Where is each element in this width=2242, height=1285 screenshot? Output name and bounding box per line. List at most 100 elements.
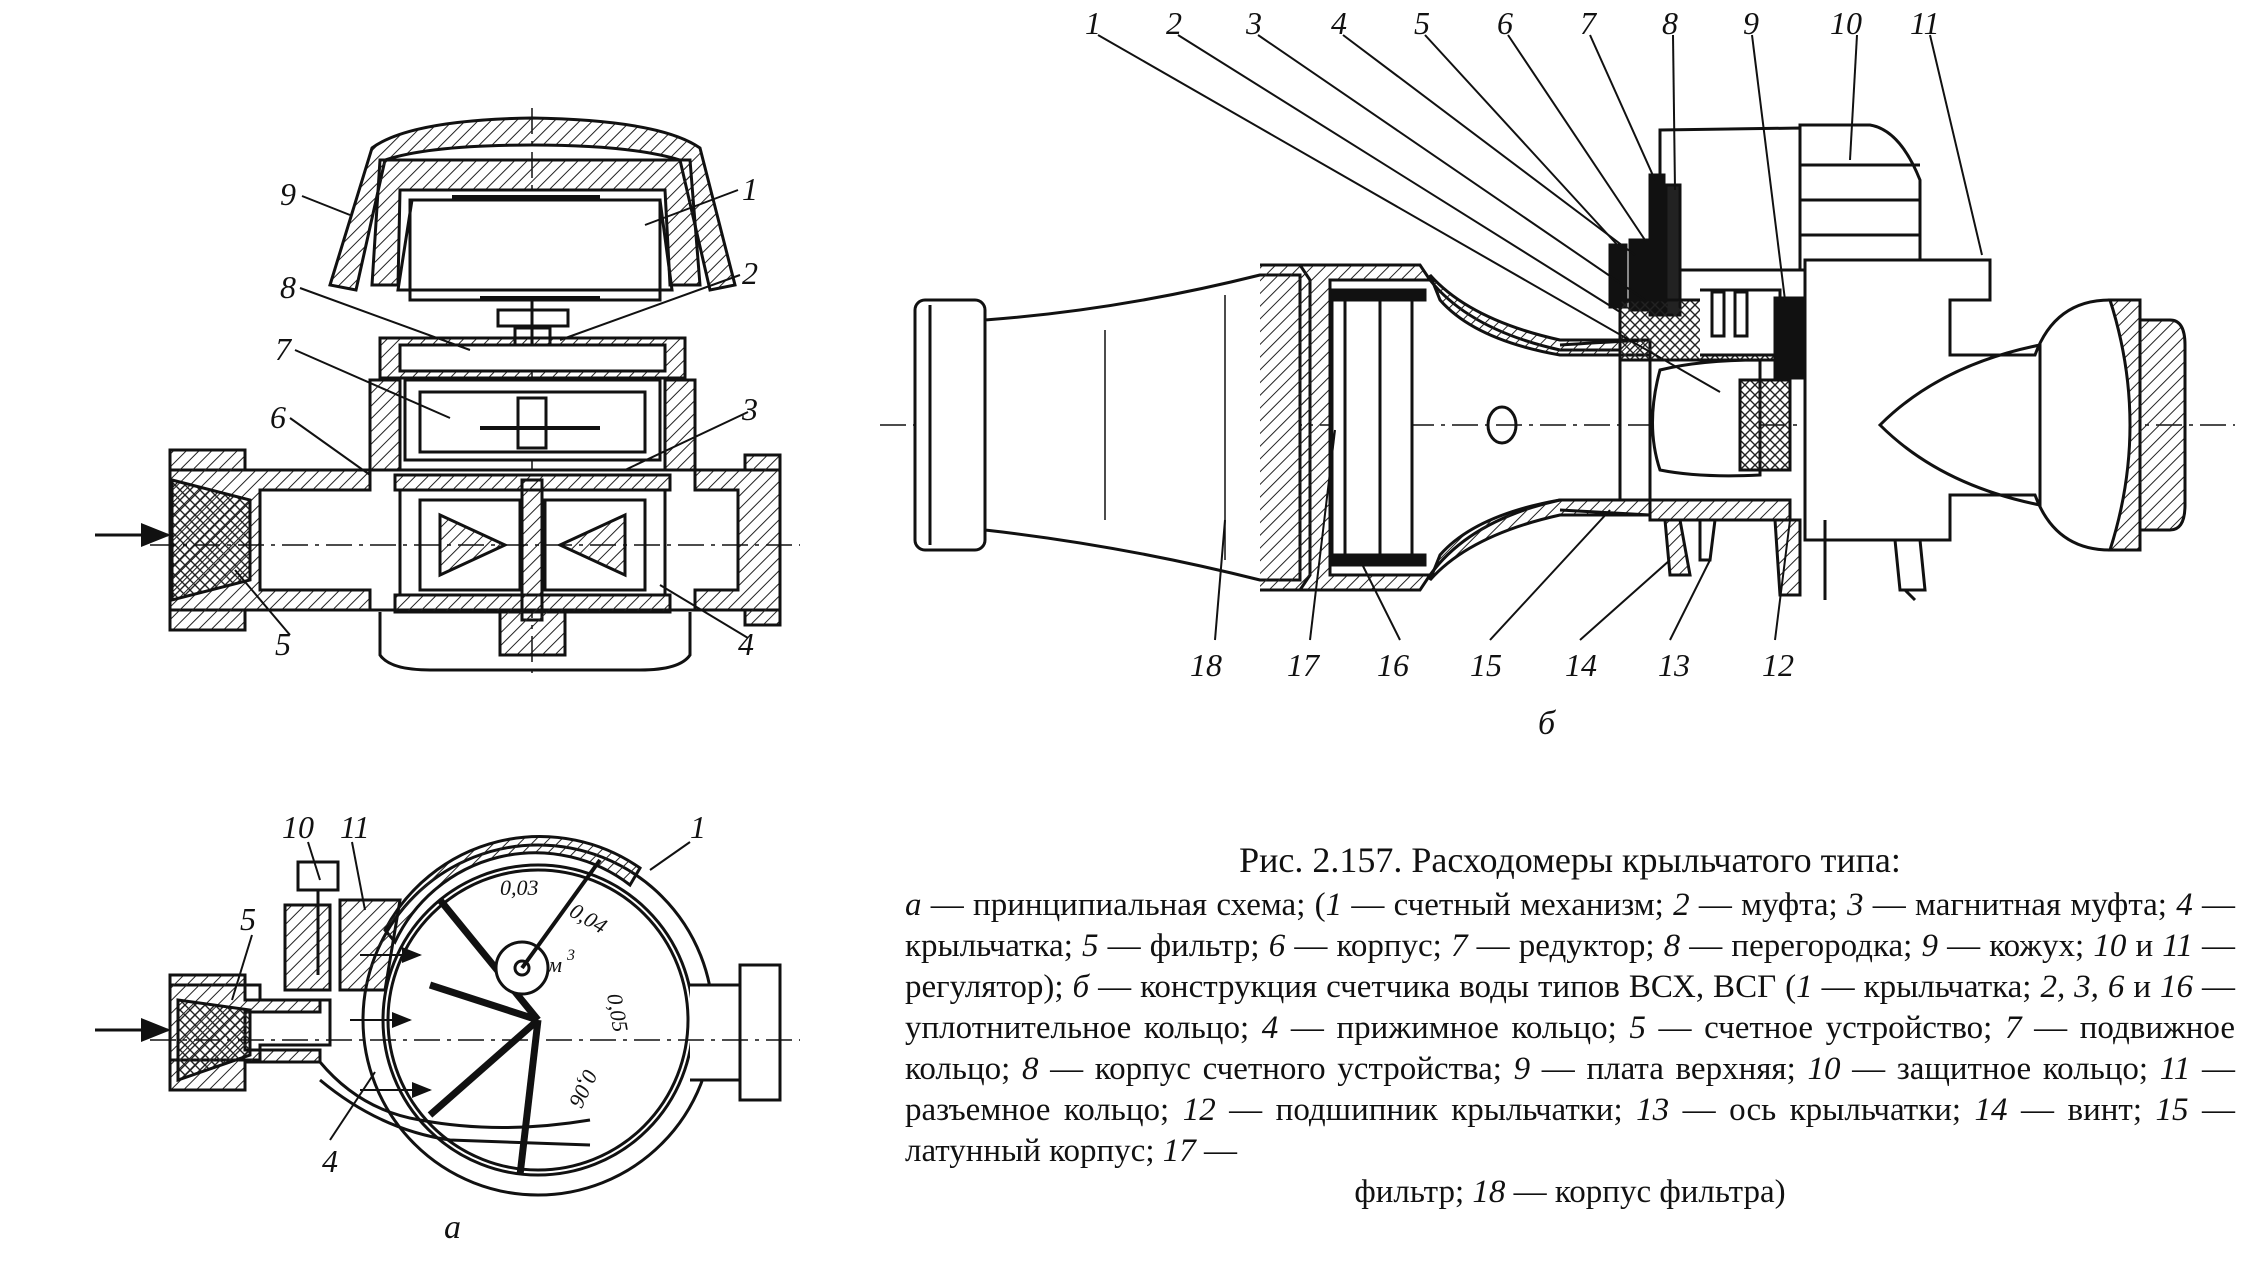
part-label-b-16: 16 <box>1377 647 1409 683</box>
part-label-b-18: 18 <box>1190 647 1222 683</box>
caption-text: — перегородка; <box>1680 928 1922 964</box>
caption-ref: а <box>905 887 922 923</box>
part-label-a-7: 7 <box>275 331 293 367</box>
caption-ref: 10 <box>1807 1051 1841 1087</box>
part-label-b-15: 15 <box>1470 647 1502 683</box>
view-b-top-labels: 1 2 3 4 5 6 7 8 9 10 11 <box>1085 5 1940 41</box>
part-label-a-3: 3 <box>741 391 758 427</box>
view-b-leaders <box>1097 34 1983 641</box>
part-label-b-4: 4 <box>1331 5 1347 41</box>
caption-text: — <box>1195 1133 1237 1169</box>
view-a-top-labels: 9 1 8 2 7 6 3 5 4 <box>270 171 758 662</box>
view-a-bottom-leaders <box>231 841 691 1141</box>
caption-ref: 4 <box>2176 887 2193 923</box>
caption-ref: 18 <box>1472 1174 1506 1210</box>
caption-body: а — принципиальная схема; (1 — счетный м… <box>905 887 2235 1169</box>
dial-mark: 0,03 <box>500 875 539 900</box>
caption-text: — плата верхняя; <box>1530 1051 1808 1087</box>
caption-ref: 16 <box>2160 969 2194 1005</box>
caption-title: Рис. 2.157. Расходомеры крыльчатого типа… <box>1239 840 1901 880</box>
part-label-a-10: 10 <box>282 809 314 845</box>
part-label-b-3: 3 <box>1245 5 1262 41</box>
part-label-b-2: 2 <box>1166 5 1182 41</box>
caption-text: — уплотнительное кольцо; <box>905 969 2236 1046</box>
part-label-a-5-bottom: 5 <box>240 901 256 937</box>
view-b-letter: б <box>1538 705 1557 742</box>
caption-ref: 1 <box>1796 969 1813 1005</box>
caption-text: — разъемное кольцо; <box>905 1051 2235 1128</box>
caption-last-line: фильтр; 18 — корпус фильтра) <box>905 1172 2235 1213</box>
part-label-a-8: 8 <box>280 269 296 305</box>
caption-ref: б <box>1072 969 1090 1005</box>
view-a-bottom-drawing <box>150 835 800 1197</box>
caption-ref: 7 <box>2004 1010 2022 1046</box>
caption-ref: 14 <box>1974 1092 2008 1128</box>
view-a-top-drawing <box>150 108 800 675</box>
caption-ref: 11 <box>2159 1051 2191 1087</box>
part-label-b-10: 10 <box>1830 5 1862 41</box>
caption-text: — конструкция счетчика воды типов ВСХ, В… <box>1089 969 1797 1005</box>
caption-text: — магнитная муфта; <box>1863 887 2177 923</box>
caption-text: — крыльчатка; <box>905 887 2236 964</box>
view-b-bottom-labels: 18 17 16 15 14 13 12 <box>1190 647 1794 683</box>
caption-ref: 9 <box>1513 1051 1531 1087</box>
caption-ref: 5 <box>1082 928 1099 964</box>
caption-text: и <box>2124 969 2161 1005</box>
part-label-a-4-bottom: 4 <box>322 1143 338 1179</box>
caption-ref: 3 <box>1847 887 1864 923</box>
caption-ref: 17 <box>1162 1133 1196 1169</box>
caption-text: — защитное кольцо; <box>1840 1051 2160 1087</box>
part-label-a-11: 11 <box>340 809 370 845</box>
caption-text: — крыльчатка; <box>1812 969 2041 1005</box>
caption-text: и <box>2126 928 2163 964</box>
caption-text: — счетное устройство; <box>1645 1010 2005 1046</box>
figure-caption: Рис. 2.157. Расходомеры крыльчатого типа… <box>905 840 2235 1213</box>
part-label-a-6: 6 <box>270 399 286 435</box>
caption-text: — подвижное кольцо; <box>905 1010 2235 1087</box>
part-label-a-4: 4 <box>738 626 754 662</box>
caption-text: фильтр; <box>1354 1174 1473 1210</box>
view-a-letter: а <box>444 1209 461 1246</box>
caption-ref: 11 <box>2162 928 2193 964</box>
part-label-b-12: 12 <box>1762 647 1794 683</box>
caption-text: — корпус счетного устройства; <box>1038 1051 1514 1087</box>
part-label-a-1: 1 <box>742 171 758 207</box>
caption-text: — прижимное кольцо; <box>1278 1010 1630 1046</box>
caption-ref: 8 <box>1663 928 1681 964</box>
caption-text: — счетный механизм; <box>1342 887 1674 923</box>
caption-text: — подшипник крыльчатки; <box>1215 1092 1637 1128</box>
view-b-drawing <box>880 123 2235 602</box>
part-label-b-11: 11 <box>1910 5 1940 41</box>
caption-ref: 4 <box>1261 1010 1279 1046</box>
part-label-b-6: 6 <box>1497 5 1513 41</box>
caption-text: — винт; <box>2007 1092 2156 1128</box>
caption-ref: 2 <box>1673 887 1690 923</box>
caption-text: — редуктор; <box>1467 928 1664 964</box>
caption-text: — корпус фильтра) <box>1505 1174 1786 1210</box>
part-label-a-9: 9 <box>280 176 296 212</box>
caption-ref: 15 <box>2155 1092 2189 1128</box>
caption-ref: 13 <box>1636 1092 1670 1128</box>
part-label-b-8: 8 <box>1662 5 1678 41</box>
part-label-b-9: 9 <box>1743 5 1759 41</box>
part-label-a-1-bottom: 1 <box>690 809 706 845</box>
part-label-b-17: 17 <box>1287 647 1321 683</box>
caption-text: — ось крыльчатки; <box>1669 1092 1975 1128</box>
caption-text: — муфта; <box>1689 887 1847 923</box>
caption-text: — регулятор); <box>905 928 2235 1005</box>
caption-ref: 9 <box>1921 928 1938 964</box>
view-a-top-leaders <box>234 189 749 639</box>
part-label-b-1: 1 <box>1085 5 1101 41</box>
caption-ref: 12 <box>1182 1092 1216 1128</box>
part-label-a-2: 2 <box>742 255 758 291</box>
dial-unit-superscript: 3 <box>566 947 575 964</box>
dial-unit: м <box>547 952 562 977</box>
caption-text: — латунный корпус; <box>905 1092 2236 1169</box>
caption-ref: 1 <box>1325 887 1343 923</box>
caption-text: — корпус; <box>1285 928 1451 964</box>
caption-ref: 6 <box>1268 928 1286 964</box>
caption-ref: 8 <box>1021 1051 1039 1087</box>
caption-text: — кожух; <box>1937 928 2094 964</box>
part-label-b-5: 5 <box>1414 5 1430 41</box>
